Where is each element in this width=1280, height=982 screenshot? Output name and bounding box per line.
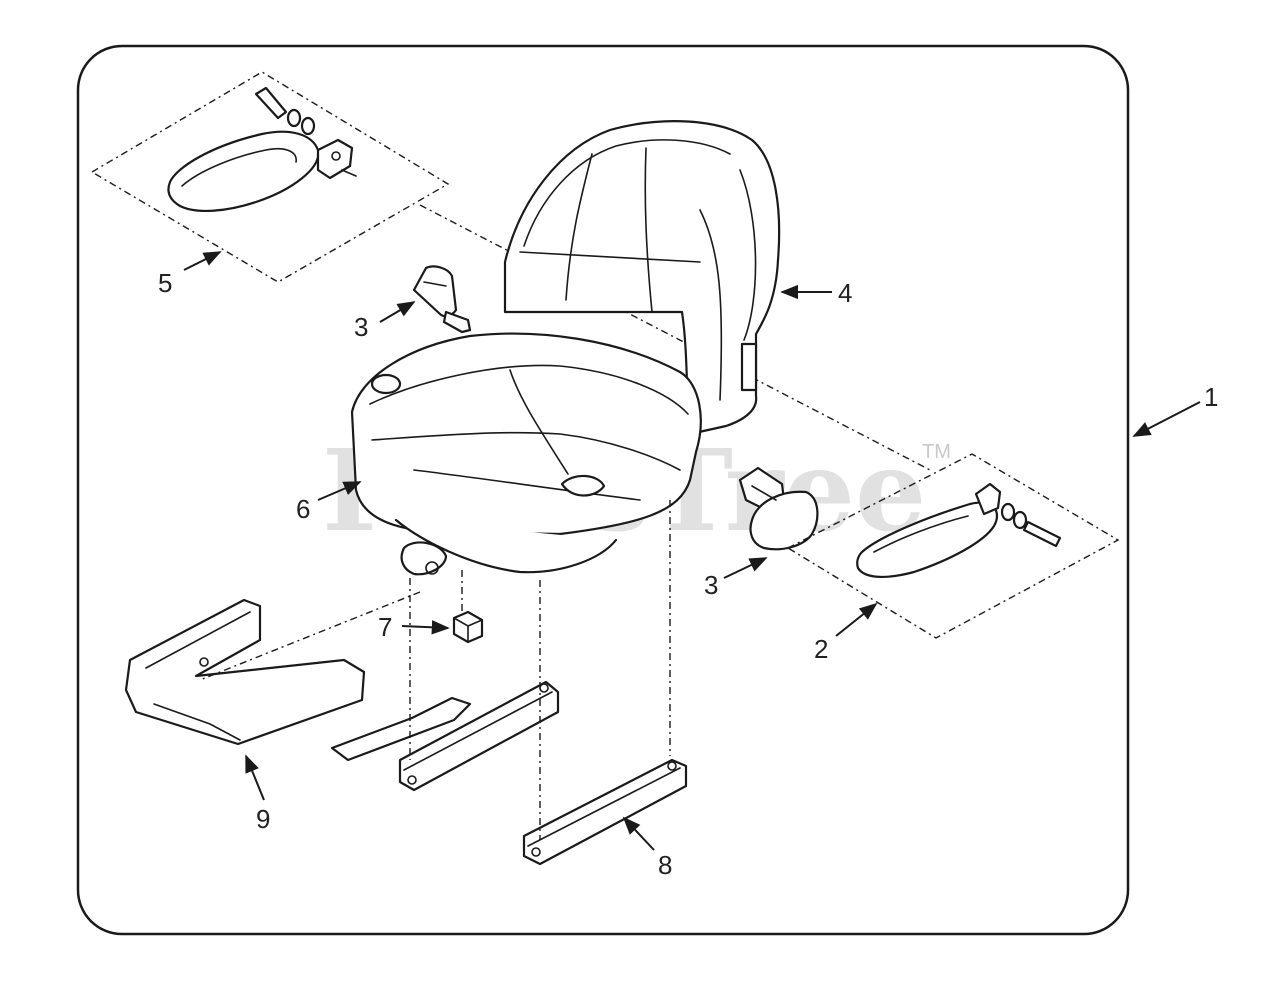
- callout-9: 9: [256, 804, 270, 834]
- slide-rail-right: [522, 758, 688, 866]
- left-armrest-kit: [90, 71, 450, 283]
- seat-bracket: [124, 598, 366, 746]
- callout-5: 5: [158, 268, 172, 298]
- seat-cushion: [350, 332, 702, 576]
- diagram-frame: [76, 44, 1130, 936]
- seat-switch: [452, 610, 484, 644]
- callout-4: 4: [838, 278, 852, 308]
- leader-3a: [379, 301, 416, 323]
- leader-5: [183, 251, 222, 271]
- watermark-tm: TM: [922, 441, 951, 463]
- right-armrest-kit: [786, 453, 1120, 639]
- slide-rail-left: [330, 680, 560, 792]
- leader-1: [1132, 401, 1201, 437]
- seat-belt-buckle-upper: [412, 265, 472, 334]
- callout-3b: 3: [704, 570, 718, 600]
- seat-back: [503, 120, 781, 436]
- alignment-line: [419, 204, 931, 471]
- leader-2: [835, 602, 878, 637]
- leader-6: [317, 481, 362, 501]
- seat-belt-retractor: [738, 466, 819, 551]
- callout-8: 8: [658, 850, 672, 880]
- callout-3a: 3: [354, 312, 368, 342]
- leader-8: [622, 816, 655, 851]
- leader-9: [245, 754, 265, 801]
- callout-7: 7: [378, 612, 392, 642]
- callout-1: 1: [1204, 382, 1218, 412]
- leader-3b: [723, 557, 768, 579]
- leader-7: [401, 620, 450, 635]
- callout-2: 2: [814, 634, 828, 664]
- callout-6: 6: [296, 494, 310, 524]
